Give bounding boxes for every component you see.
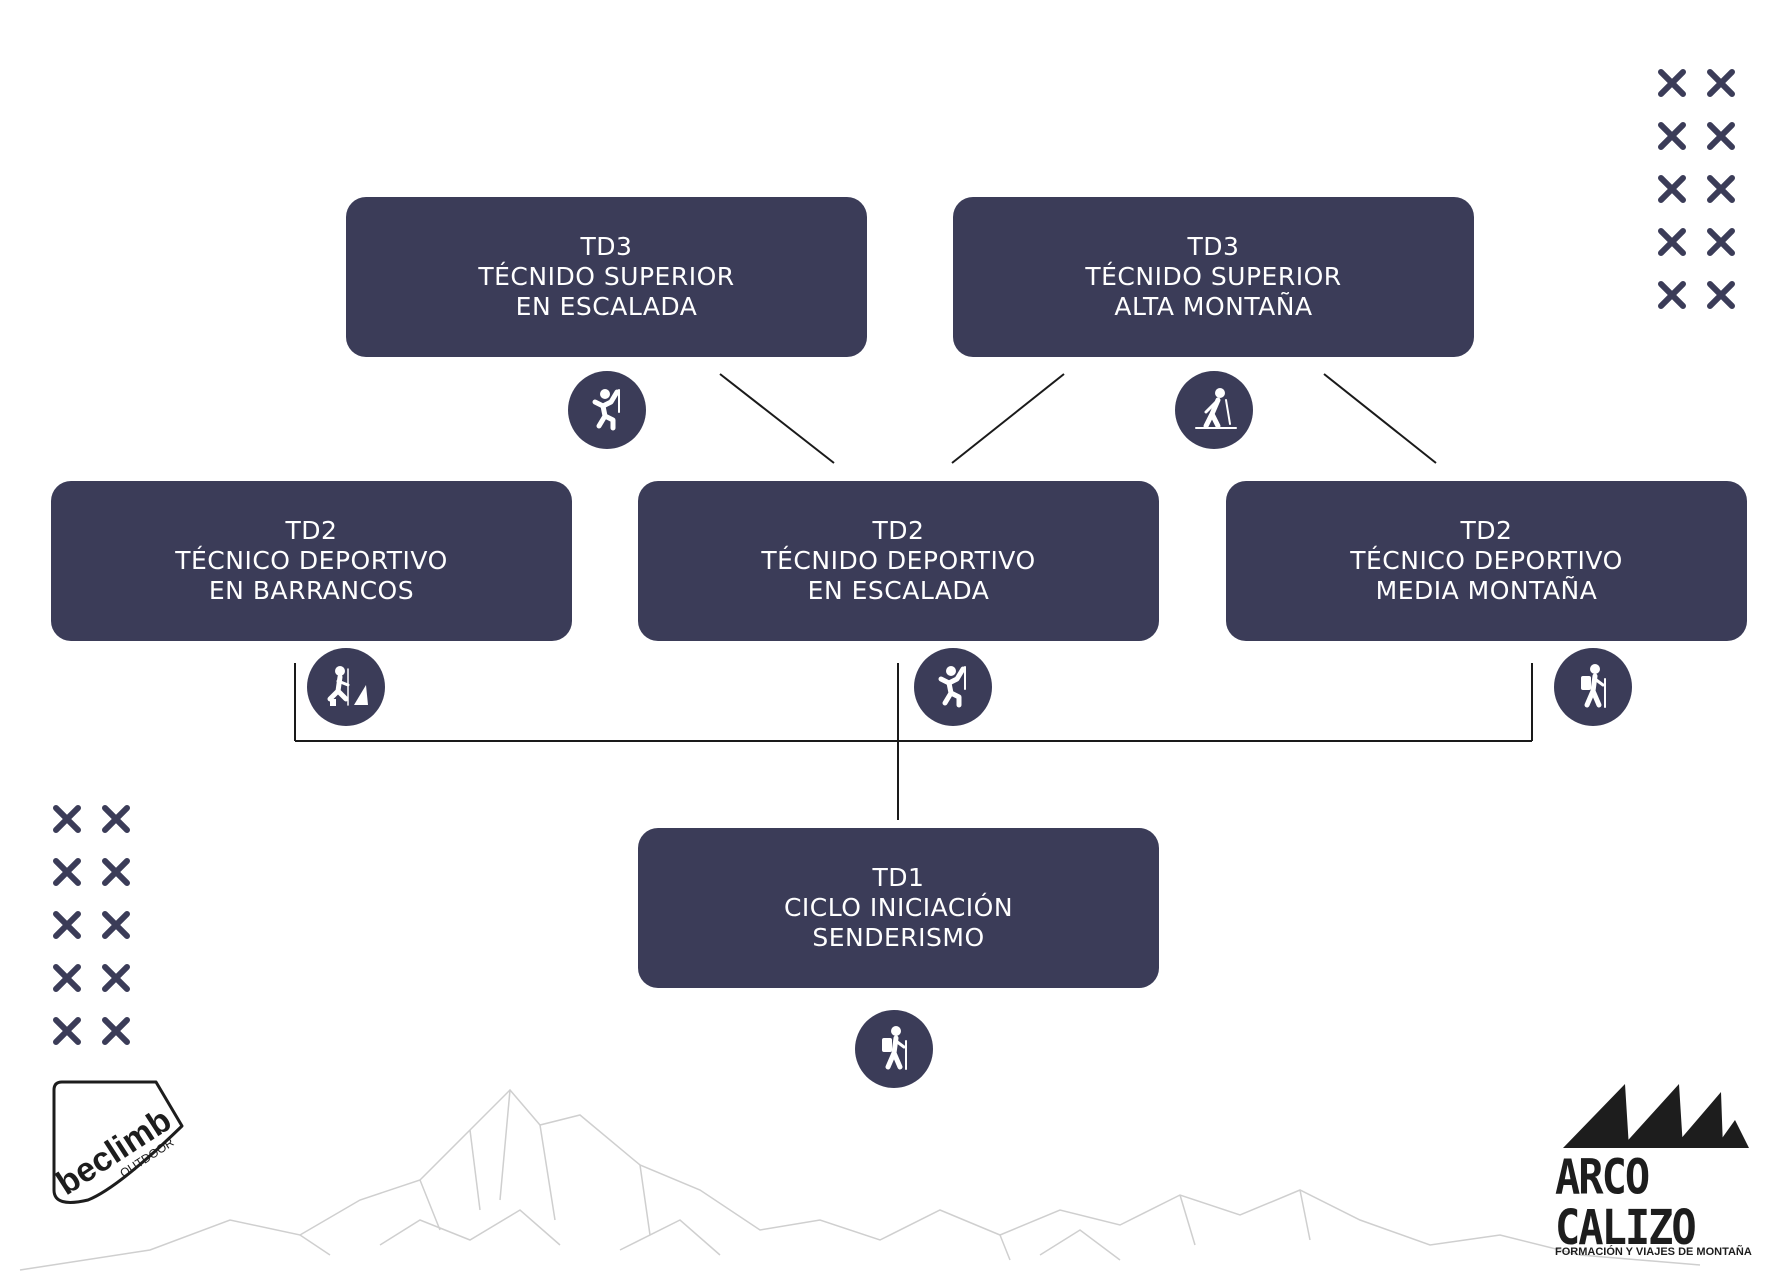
box-td3-escalada: TD3 TÉCNIDO SUPERIOR EN ESCALADA [346,197,867,357]
x-mark-icon [1706,121,1736,151]
x-mark-icon [1706,280,1736,310]
x-mark-icon [101,910,131,940]
x-mark-icon [101,804,131,834]
x-mark-icon [52,963,82,993]
box-subtitle: MEDIA MONTAÑA [1375,576,1598,605]
x-mark-icon [52,804,82,834]
x-mark-icon [52,857,82,887]
x-pattern-top-right [1657,68,1736,310]
box-td3-alta-montana: TD3 TÉCNIDO SUPERIOR ALTA MONTAÑA [953,197,1474,357]
box-title: TÉCNICO DEPORTIVO [175,546,448,575]
connector-td3-alta-left [951,373,1065,464]
x-mark-icon [1657,280,1687,310]
x-mark-icon [1706,174,1736,204]
x-mark-icon [52,1016,82,1046]
box-level: TD2 [285,516,338,545]
box-level: TD1 [872,863,925,892]
x-mark-icon [1706,68,1736,98]
box-subtitle: ALTA MONTAÑA [1114,292,1313,321]
box-level: TD2 [1460,516,1513,545]
box-subtitle: EN ESCALADA [807,576,990,605]
canyoning-icon [307,648,385,726]
box-level: TD3 [1187,232,1240,261]
x-mark-icon [1706,227,1736,257]
box-title: TÉCNIDO SUPERIOR [1085,262,1342,291]
hiker-icon [1554,648,1632,726]
arco-calizo-title: ARCO CALIZO [1555,1148,1697,1256]
climber-icon [914,648,992,726]
beclimb-logo: beclimb OUTDOOR [48,1078,188,1212]
box-subtitle: SENDERISMO [812,923,985,952]
box-level: TD2 [872,516,925,545]
box-subtitle: EN ESCALADA [515,292,698,321]
x-pattern-bottom-left [52,804,131,1046]
ski-touring-icon [1175,371,1253,449]
box-title: TÉCNIDO SUPERIOR [478,262,735,291]
connector-td3-escalada [719,373,835,464]
hiker-icon [855,1010,933,1088]
climber-icon [568,371,646,449]
arco-calizo-subtitle: FORMACIÓN Y VIAJES DE MONTAÑA [1555,1246,1752,1258]
box-level: TD3 [580,232,633,261]
x-mark-icon [1657,227,1687,257]
box-td2-escalada: TD2 TÉCNIDO DEPORTIVO EN ESCALADA [638,481,1159,641]
mountain-sketch [19,1088,1701,1271]
connector-td3-alta-right [1323,373,1437,464]
arco-calizo-logo: ARCO CALIZO FORMACIÓN Y VIAJES DE MONTAÑ… [1555,1078,1752,1258]
box-title: TÉCNIDO DEPORTIVO [761,546,1036,575]
x-mark-icon [101,1016,131,1046]
x-mark-icon [1657,68,1687,98]
x-mark-icon [101,963,131,993]
box-td2-media-montana: TD2 TÉCNICO DEPORTIVO MEDIA MONTAÑA [1226,481,1747,641]
box-subtitle: EN BARRANCOS [208,576,415,605]
box-title: TÉCNICO DEPORTIVO [1350,546,1623,575]
box-td1-senderismo: TD1 CICLO INICIACIÓN SENDERISMO [638,828,1159,988]
box-td2-barrancos: TD2 TÉCNICO DEPORTIVO EN BARRANCOS [51,481,572,641]
x-mark-icon [101,857,131,887]
arco-calizo-mountains-icon [1563,1084,1749,1148]
x-mark-icon [1657,121,1687,151]
x-mark-icon [1657,174,1687,204]
x-mark-icon [52,910,82,940]
box-title: CICLO INICIACIÓN [783,893,1014,922]
